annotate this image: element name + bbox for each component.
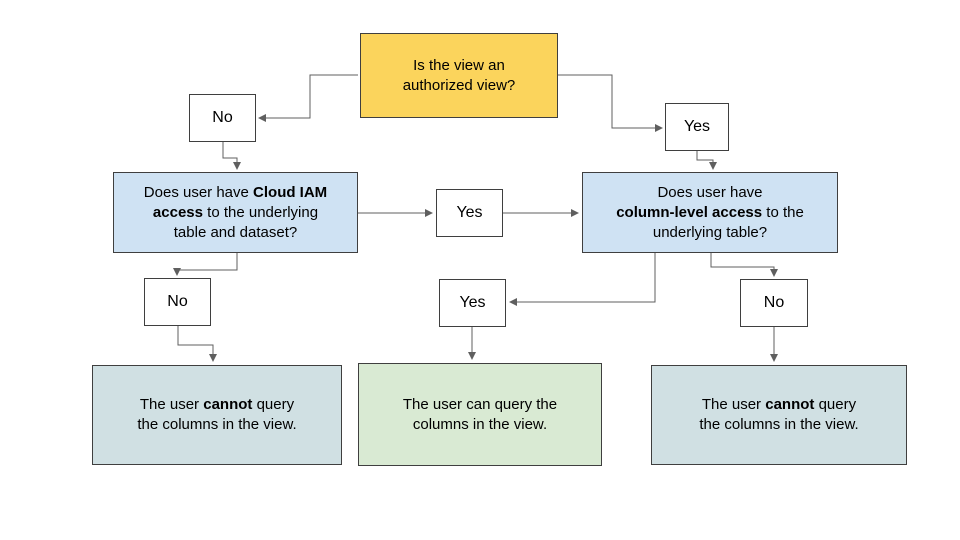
connector-no-left-to-outcome	[177, 326, 217, 362]
branch-label-no-right-text: No	[763, 294, 785, 311]
connector-no-to-iam-question	[222, 142, 241, 170]
connector-root-to-yes	[558, 74, 663, 132]
branch-label-no-left: No	[144, 278, 211, 326]
branch-label-yes-top-text: Yes	[683, 118, 711, 135]
branch-label-no-right: No	[740, 279, 808, 327]
decision-authorized-view-text: Is the view an authorized view?	[402, 56, 516, 94]
connector-yes-to-column-question	[696, 151, 717, 170]
connector-column-to-yes-bottom	[509, 253, 656, 306]
decision-column-level-access: Does user have column-level access to th…	[582, 172, 838, 253]
outcome-cannot-query-right-text: The user cannot query the columns in the…	[699, 396, 859, 433]
outcome-cannot-query-left-text: The user cannot query the columns in the…	[137, 396, 297, 433]
outcome-can-query-text: The user can query the columns in the vi…	[402, 395, 558, 433]
connector-iam-to-no-left	[173, 253, 238, 276]
decision-cloud-iam-access: Does user have Cloud IAM access to the u…	[113, 172, 358, 253]
branch-label-yes-bottom-text: Yes	[459, 294, 486, 311]
branch-label-yes-top: Yes	[665, 103, 729, 151]
connector-root-to-no	[258, 74, 358, 122]
outcome-cannot-query-right: The user cannot query the columns in the…	[651, 365, 907, 465]
branch-label-no-top-text: No	[212, 109, 233, 126]
branch-label-yes-mid-text: Yes	[456, 204, 483, 221]
decision-cloud-iam-access-text: Does user have Cloud IAM access to the u…	[143, 183, 328, 241]
branch-label-yes-mid: Yes	[436, 189, 503, 237]
outcome-cannot-query-left: The user cannot query the columns in the…	[92, 365, 342, 465]
decision-authorized-view: Is the view an authorized view?	[360, 33, 558, 118]
decision-column-level-access-text: Does user have column-level access to th…	[616, 183, 804, 241]
branch-label-no-left-text: No	[167, 293, 188, 310]
branch-label-no-top: No	[189, 94, 256, 142]
branch-label-yes-bottom: Yes	[439, 279, 506, 327]
connector-column-to-no-right	[710, 253, 778, 277]
outcome-can-query: The user can query the columns in the vi…	[358, 363, 602, 466]
